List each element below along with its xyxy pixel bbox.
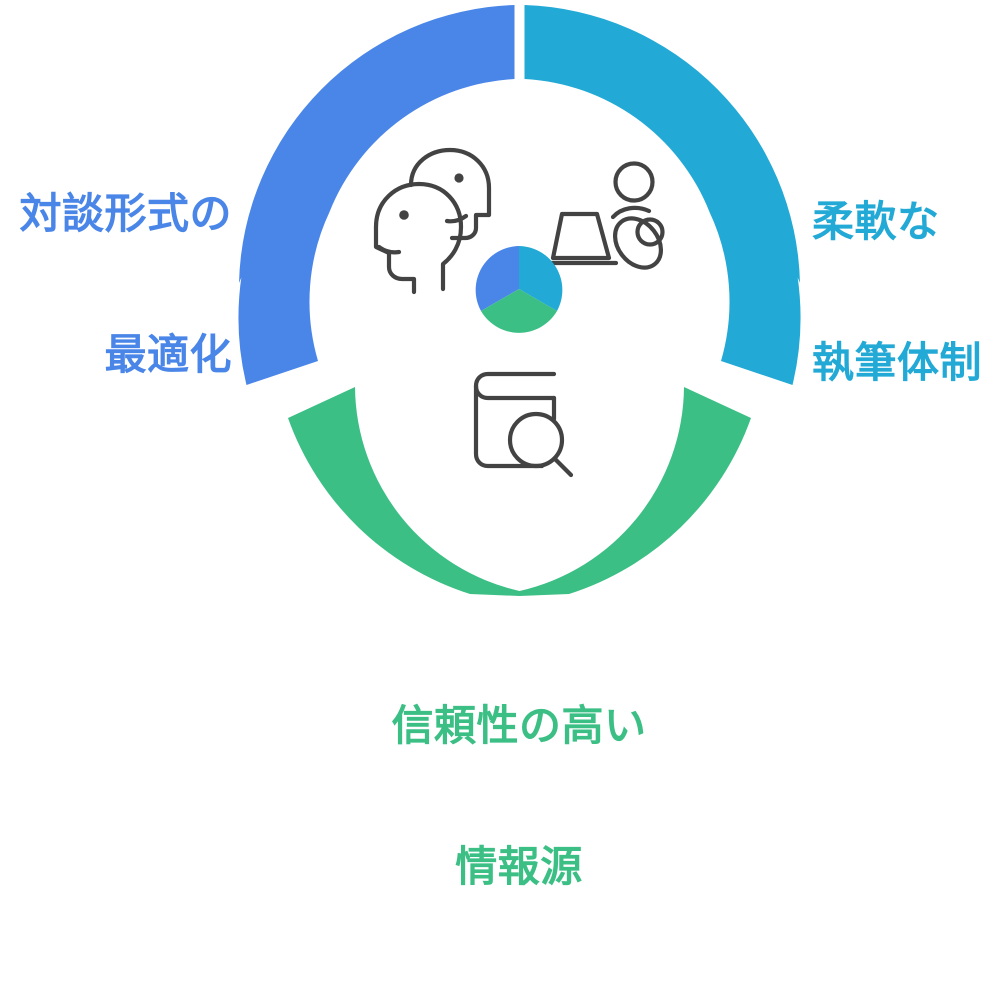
segment-blue-arc	[238, 5, 515, 385]
pie-slice-cyan	[519, 246, 563, 311]
label-flexible-writing-line1: 柔軟な	[812, 197, 940, 247]
segment-green[interactable]	[288, 387, 751, 596]
segment-green-arc	[288, 387, 751, 596]
segment-cyan-arc	[524, 5, 801, 385]
label-dialogue-optimization: 対談形式の 最適化	[0, 96, 232, 472]
label-reliable-sources: 信頼性の高い 情報源	[249, 608, 789, 984]
label-dialogue-optimization-line1: 対談形式の	[19, 189, 232, 239]
two-heads-conversation-icon	[373, 147, 492, 295]
label-reliable-sources-line1: 信頼性の高い	[391, 701, 647, 751]
pie-slice-blue	[475, 246, 519, 311]
cycle-diagram: 対談形式の 最適化 柔軟な 執筆体制 信頼性の高い 情報源	[0, 5, 998, 890]
segment-cyan[interactable]	[524, 5, 801, 385]
donut-ring-graphic	[238, 5, 801, 596]
pie-slice-green	[481, 289, 557, 333]
label-flexible-writing-line2: 執筆体制	[812, 338, 983, 388]
label-flexible-writing: 柔軟な 執筆体制	[812, 104, 998, 480]
label-reliable-sources-line2: 情報源	[455, 842, 583, 892]
person-laptop-icon	[545, 161, 665, 270]
label-dialogue-optimization-line2: 最適化	[104, 330, 232, 380]
book-magnifier-icon	[473, 371, 574, 478]
segment-blue[interactable]	[238, 5, 515, 385]
center-icon-cluster	[373, 147, 665, 478]
pie-chart-icon	[475, 246, 563, 333]
